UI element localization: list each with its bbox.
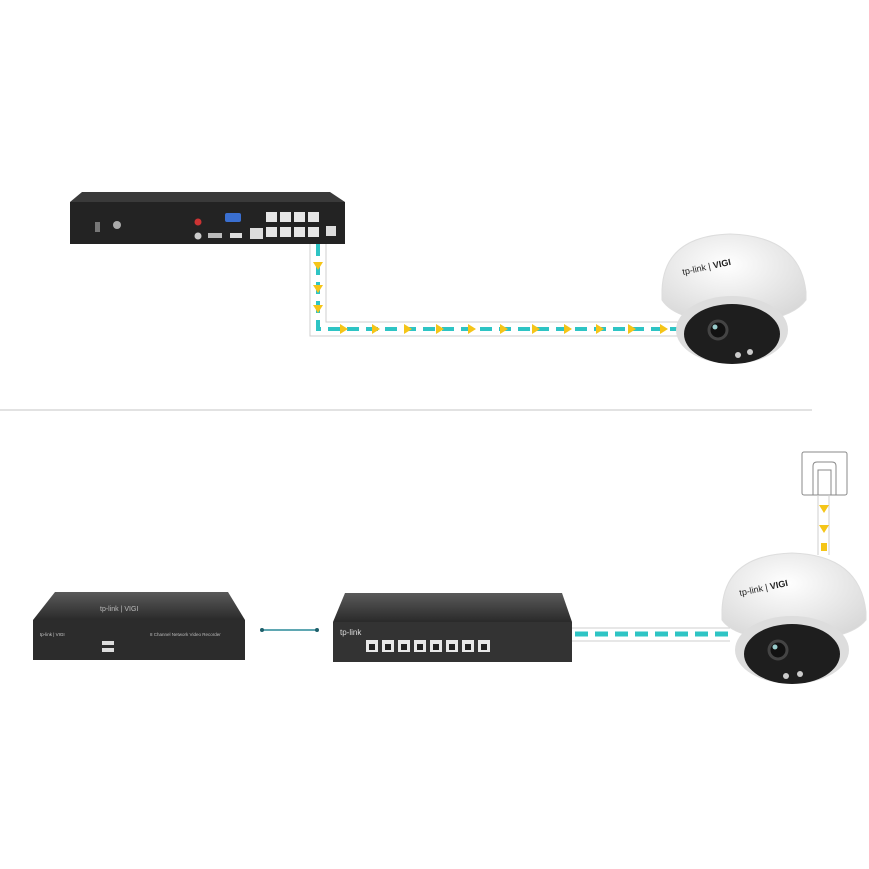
usb-port bbox=[230, 233, 242, 238]
poe-switch: tp-link bbox=[333, 593, 572, 662]
usb-port bbox=[102, 648, 114, 652]
data-cable-bottom bbox=[572, 627, 730, 642]
nvr-model-label: 8 Channel Network Video Recorder bbox=[150, 632, 221, 637]
power-port bbox=[326, 226, 336, 236]
dome-camera-bottom: tp-link | VIGI bbox=[721, 552, 867, 684]
nvr-front: tp-link | VIGI tp-link | VIGI 8 Channel … bbox=[33, 592, 245, 660]
usb-port bbox=[102, 641, 114, 645]
link-endpoint bbox=[260, 628, 264, 632]
audio-port bbox=[194, 232, 202, 240]
dome-camera-top: tp-link | VIGI bbox=[661, 233, 807, 364]
power-flow-arrows bbox=[819, 505, 829, 551]
ground-screw bbox=[113, 221, 121, 229]
data-flow bbox=[316, 244, 690, 331]
audio-port bbox=[194, 218, 202, 226]
link-endpoint bbox=[315, 628, 319, 632]
power-outlet bbox=[801, 451, 848, 496]
poe-cable-top bbox=[309, 244, 690, 337]
nvr-top-logo: tp-link | VIGI bbox=[100, 606, 138, 613]
nvr-front-logo: tp-link | VIGI bbox=[40, 632, 65, 637]
vga-port bbox=[225, 213, 241, 222]
camera-lens bbox=[767, 639, 789, 661]
power-cable bbox=[817, 495, 830, 555]
lock-slot bbox=[95, 222, 100, 232]
poe-ports bbox=[266, 212, 319, 237]
hdmi-port bbox=[208, 233, 222, 238]
switch-logo: tp-link bbox=[340, 628, 362, 637]
power-flow-arrows bbox=[313, 262, 668, 334]
nvr-rear-panel bbox=[70, 192, 345, 244]
camera-lens bbox=[707, 319, 729, 341]
lan-port bbox=[250, 228, 263, 239]
